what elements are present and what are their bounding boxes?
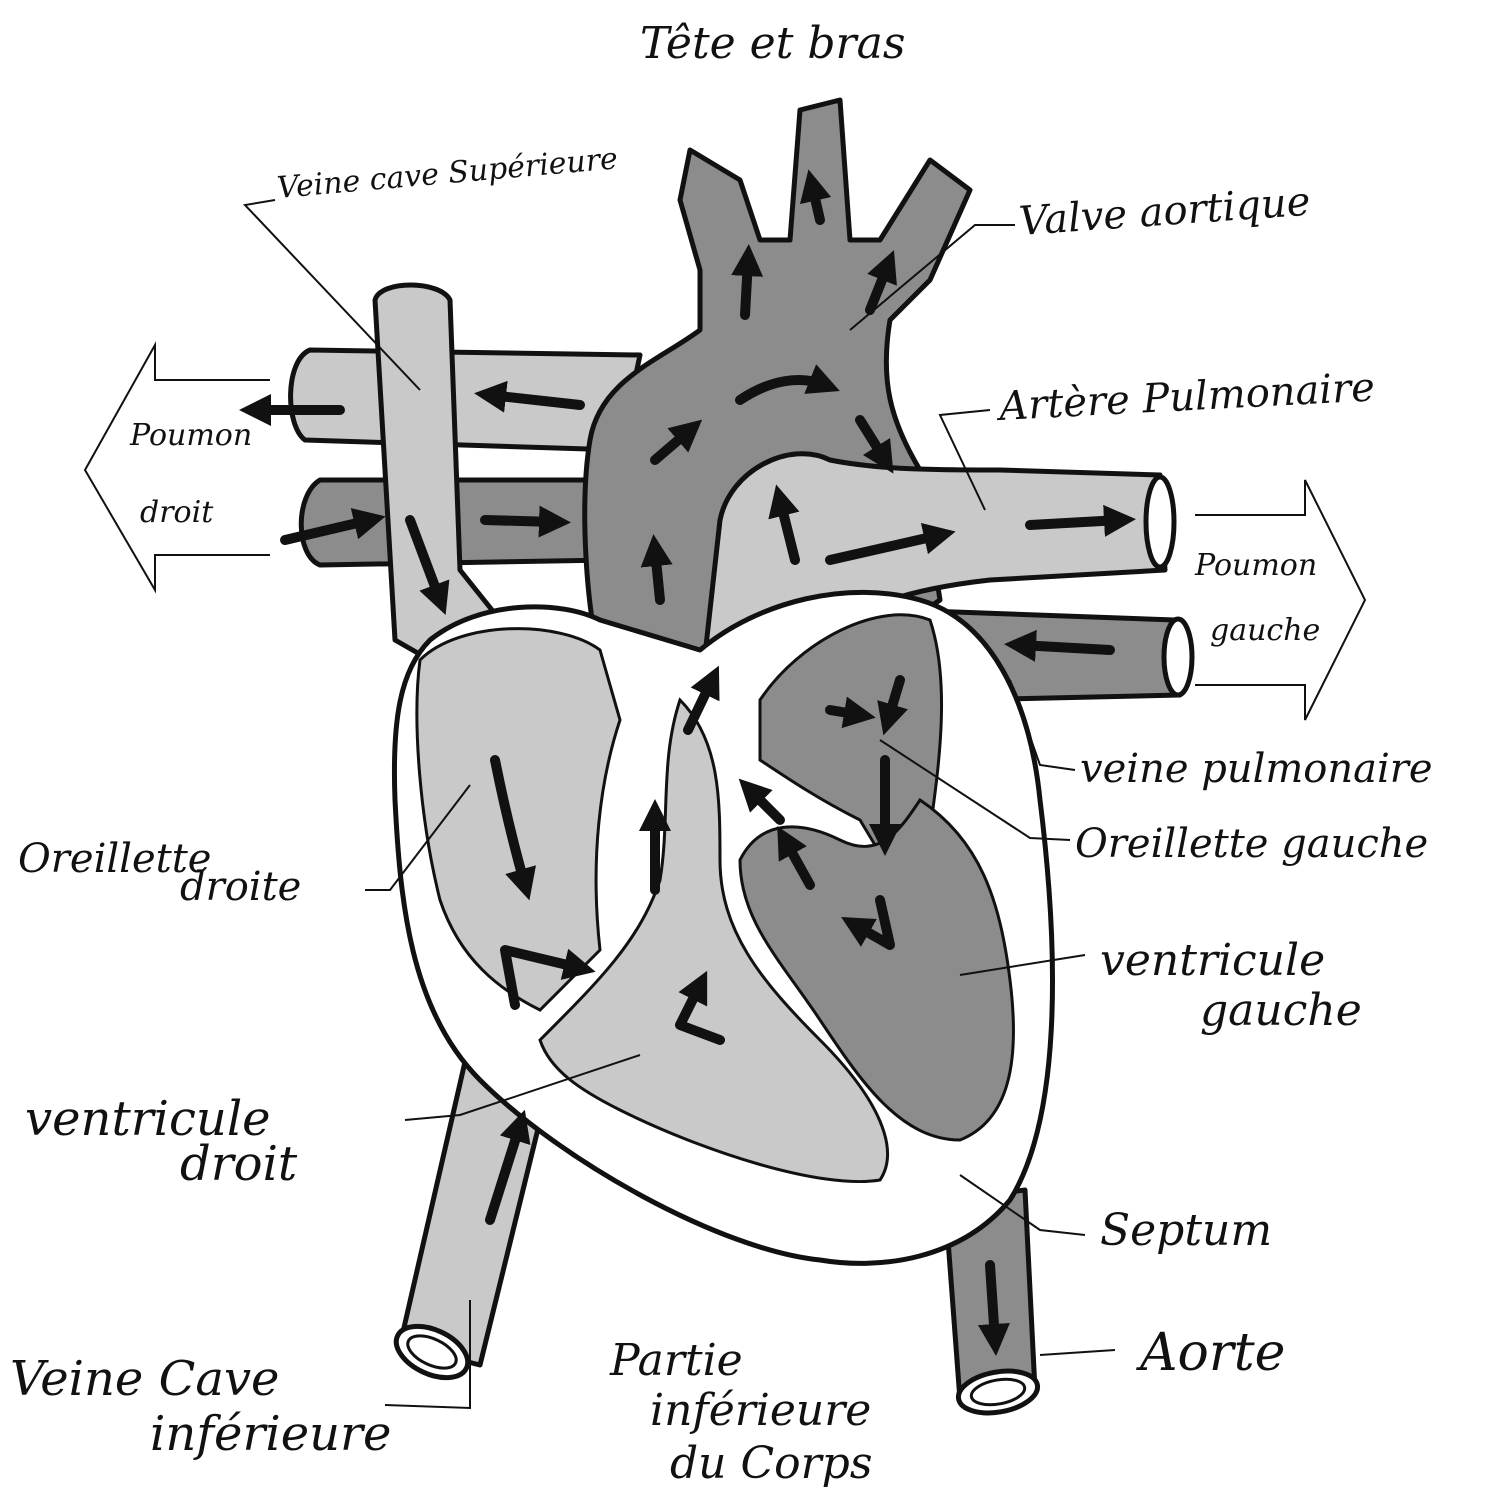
label-lower-body-line2: inférieure [650,1385,871,1436]
label-right-lung-line2: droit [140,495,214,530]
right-lung-arrow-outline [85,345,270,590]
label-superior-vena-cava: Veine cave Supérieure [276,141,619,206]
label-lower-body-line1: Partie [609,1335,743,1386]
label-left-ventricle-line1: ventricule [1100,935,1325,986]
label-aortic-valve: Valve aortique [1017,179,1311,245]
label-ivc-line1: Veine Cave [10,1351,279,1407]
label-right-ventricle-line2: droit [180,1136,298,1192]
label-lower-body-line3: du Corps [670,1438,872,1489]
label-left-atrium: Oreillette gauche [1075,821,1428,867]
right-pulmonary-artery [291,350,640,450]
label-right-atrium-line2: droite [180,864,301,910]
label-pulmonary-artery: Artère Pulmonaire [994,364,1376,430]
left-lung-arrow-outline [1195,480,1365,720]
label-aorta: Aorte [1136,1323,1285,1383]
label-left-lung-line1: Poumon [1194,548,1317,583]
label-left-ventricle-line2: gauche [1200,985,1362,1036]
label-ivc-line2: inférieure [150,1406,391,1462]
label-left-lung-line2: gauche [1210,613,1320,648]
label-head-arms: Tête et bras [640,18,905,69]
label-right-lung-line1: Poumon [129,418,252,453]
label-pulmonary-vein: veine pulmonaire [1080,746,1433,792]
label-septum: Septum [1100,1205,1272,1256]
